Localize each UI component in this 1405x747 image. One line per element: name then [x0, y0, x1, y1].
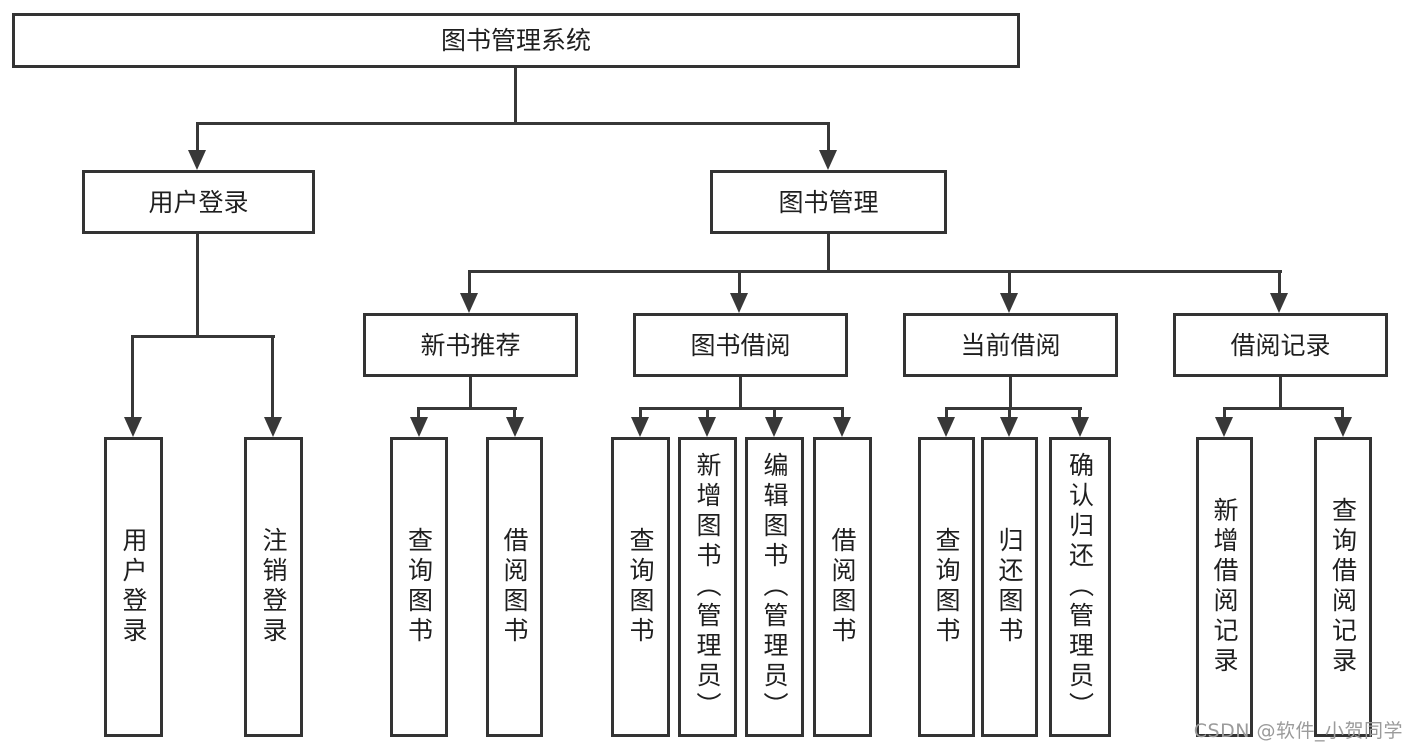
- connector-line: [1078, 407, 1081, 421]
- connector-line: [469, 377, 472, 410]
- connector-line: [841, 407, 844, 421]
- connector-line: [945, 407, 1082, 410]
- node-label: 编辑图书（管理员）: [760, 452, 789, 722]
- node-leaf-user-login: 用户登录: [104, 437, 163, 737]
- arrow-down-icon: [188, 150, 206, 170]
- node-leaf-edit-books-admin: 编辑图书（管理员）: [745, 437, 804, 737]
- connector-line: [706, 407, 709, 421]
- node-borrow-records: 借阅记录: [1173, 313, 1388, 377]
- connector-line: [271, 335, 274, 421]
- node-label: 用户登录: [148, 187, 249, 217]
- connector-line: [131, 335, 275, 338]
- node-leaf-add-books-admin: 新增图书（管理员）: [678, 437, 737, 737]
- node-new-book-recommend: 新书推荐: [363, 313, 578, 377]
- connector-line: [773, 407, 776, 421]
- node-leaf-confirm-return-admin: 确认归还（管理员）: [1049, 437, 1111, 737]
- connector-line: [639, 407, 844, 410]
- node-label: 新书推荐: [420, 330, 521, 360]
- arrow-down-icon: [730, 293, 748, 313]
- node-label: 图书管理系统: [440, 26, 591, 55]
- connector-line: [1223, 407, 1344, 410]
- connector-line: [1008, 270, 1011, 297]
- node-label: 查询图书: [626, 527, 655, 647]
- node-leaf-add-borrow-record: 新增借阅记录: [1196, 437, 1253, 737]
- connector-line: [1009, 377, 1012, 410]
- node-label: 查询图书: [404, 527, 434, 647]
- arrow-down-icon: [264, 417, 282, 437]
- connector-line: [196, 122, 830, 125]
- connector-line: [196, 122, 199, 156]
- node-leaf-logout: 注销登录: [244, 437, 303, 737]
- node-leaf-query-books-current: 查询图书: [918, 437, 975, 737]
- node-label: 借阅图书: [500, 527, 529, 647]
- node-label: 借阅记录: [1230, 330, 1331, 360]
- arrow-down-icon: [1000, 293, 1018, 313]
- node-leaf-query-books-recommend: 查询图书: [390, 437, 448, 737]
- arrow-down-icon: [765, 417, 783, 437]
- connector-line: [1341, 407, 1344, 421]
- node-book-management: 图书管理: [710, 170, 947, 234]
- connector-line: [417, 407, 517, 410]
- node-label: 确认归还（管理员）: [1065, 452, 1095, 722]
- connector-line: [196, 234, 199, 338]
- connector-line: [945, 407, 948, 421]
- arrow-down-icon: [1270, 293, 1288, 313]
- arrow-down-icon: [1334, 417, 1352, 437]
- node-label: 查询图书: [932, 527, 961, 647]
- connector-line: [1008, 407, 1011, 421]
- node-leaf-return-books: 归还图书: [981, 437, 1038, 737]
- connector-line: [1223, 407, 1226, 421]
- arrow-down-icon: [1215, 417, 1233, 437]
- node-label: 注销登录: [259, 527, 288, 647]
- arrow-down-icon: [631, 417, 649, 437]
- node-label: 借阅图书: [828, 527, 857, 647]
- arrow-down-icon: [937, 417, 955, 437]
- arrow-down-icon: [460, 293, 478, 313]
- node-label: 用户登录: [119, 527, 148, 647]
- connector-line: [739, 377, 742, 410]
- node-label: 归还图书: [995, 527, 1024, 647]
- node-current-borrow: 当前借阅: [903, 313, 1118, 377]
- connector-line: [131, 335, 134, 421]
- node-leaf-query-books-borrow: 查询图书: [611, 437, 670, 737]
- csdn-watermark: CSDN @软件_小贺同学: [1193, 720, 1403, 742]
- node-label: 新增借阅记录: [1210, 497, 1239, 677]
- node-label: 当前借阅: [960, 330, 1061, 360]
- connector-line: [468, 270, 471, 297]
- node-label: 新增图书（管理员）: [693, 452, 722, 722]
- connector-line: [417, 407, 420, 421]
- arrow-down-icon: [698, 417, 716, 437]
- connector-line: [639, 407, 642, 421]
- arrow-down-icon: [1000, 417, 1018, 437]
- arrow-down-icon: [506, 417, 524, 437]
- node-label: 查询借阅记录: [1328, 497, 1358, 677]
- node-label: 图书借阅: [690, 330, 791, 360]
- connector-line: [513, 407, 516, 421]
- connector-line: [514, 68, 517, 124]
- connector-line: [827, 234, 830, 273]
- node-leaf-borrow-books-recommend: 借阅图书: [486, 437, 543, 737]
- connector-line: [468, 270, 1282, 273]
- connector-line: [1279, 377, 1282, 410]
- connector-line: [1278, 270, 1281, 297]
- node-user-login: 用户登录: [82, 170, 315, 234]
- connector-line: [827, 122, 830, 156]
- arrow-down-icon: [1071, 417, 1089, 437]
- connector-line: [738, 270, 741, 297]
- arrow-down-icon: [124, 417, 142, 437]
- arrow-down-icon: [833, 417, 851, 437]
- node-book-borrow: 图书借阅: [633, 313, 848, 377]
- node-label: 图书管理: [778, 187, 879, 217]
- node-library-management-system: 图书管理系统: [12, 13, 1020, 68]
- node-leaf-query-borrow-record: 查询借阅记录: [1314, 437, 1372, 737]
- arrow-down-icon: [410, 417, 428, 437]
- arrow-down-icon: [819, 150, 837, 170]
- node-leaf-borrow-books: 借阅图书: [813, 437, 872, 737]
